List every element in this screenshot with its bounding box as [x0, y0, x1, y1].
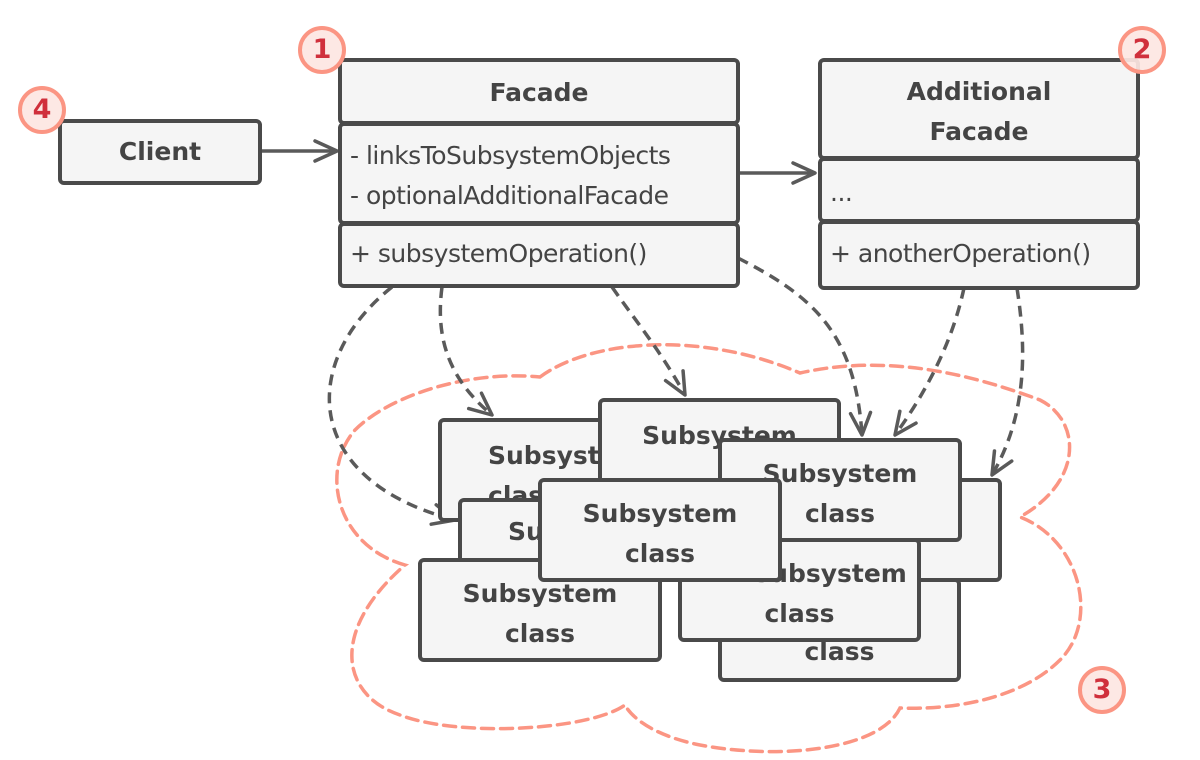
client-label: Client: [118, 137, 202, 166]
facade-method: + subsystemOperation(): [350, 239, 647, 268]
additional-facade-method: + anotherOperation(): [830, 239, 1091, 268]
badge-4: 4: [18, 86, 66, 134]
subsystem-cloud-boundary: [335, 343, 1083, 754]
additional-facade-class[interactable]: Additional Facade ... + anotherOperation…: [818, 58, 1140, 290]
client-class[interactable]: Client: [58, 119, 262, 185]
additional-facade-title-line1: Additional: [906, 77, 1052, 106]
facade-header: Facade: [338, 58, 740, 125]
subsystem-class-label-line1: Subsystem: [462, 579, 618, 608]
dependency-arrow-facade-3: [610, 285, 687, 397]
additional-facade-field: ...: [830, 178, 853, 207]
badge-1: 1: [298, 26, 346, 74]
subsystem-class-label-line2: class: [764, 599, 835, 628]
dependency-arrow-additional-2: [990, 287, 1025, 477]
facade-class[interactable]: Facade - linksToSubsystemObjects - optio…: [338, 58, 740, 288]
subsystem-class-label-line1: Subsystem: [762, 459, 918, 488]
additional-facade-fields: ...: [818, 157, 1140, 223]
facade-title: Facade: [489, 78, 589, 107]
additional-facade-header: Additional Facade: [818, 58, 1140, 160]
subsystem-class-label-line2: class: [624, 539, 696, 568]
facade-field: - optionalAdditionalFacade: [350, 181, 669, 210]
subsystem-class-label-line2: class: [804, 499, 876, 528]
subsystem-class-label-line2: class: [504, 619, 576, 648]
subsystem-class[interactable]: Subsystem class: [538, 478, 782, 582]
badge-2: 2: [1118, 26, 1166, 74]
dependency-arrow-facade-1: [327, 285, 457, 526]
facade-methods: + subsystemOperation(): [338, 222, 740, 288]
dependency-arrow-additional-1: [893, 287, 966, 437]
subsystem-class-label-line1: Subsystem: [582, 499, 738, 528]
facade-fields: - linksToSubsystemObjects - optionalAddi…: [338, 122, 740, 225]
facade-field: - linksToSubsystemObjects: [350, 141, 671, 170]
dependency-arrow-facade-2: [438, 286, 494, 417]
badge-3: 3: [1078, 666, 1126, 714]
additional-facade-methods: + anotherOperation(): [818, 220, 1140, 290]
additional-facade-title-line2: Facade: [929, 117, 1029, 146]
